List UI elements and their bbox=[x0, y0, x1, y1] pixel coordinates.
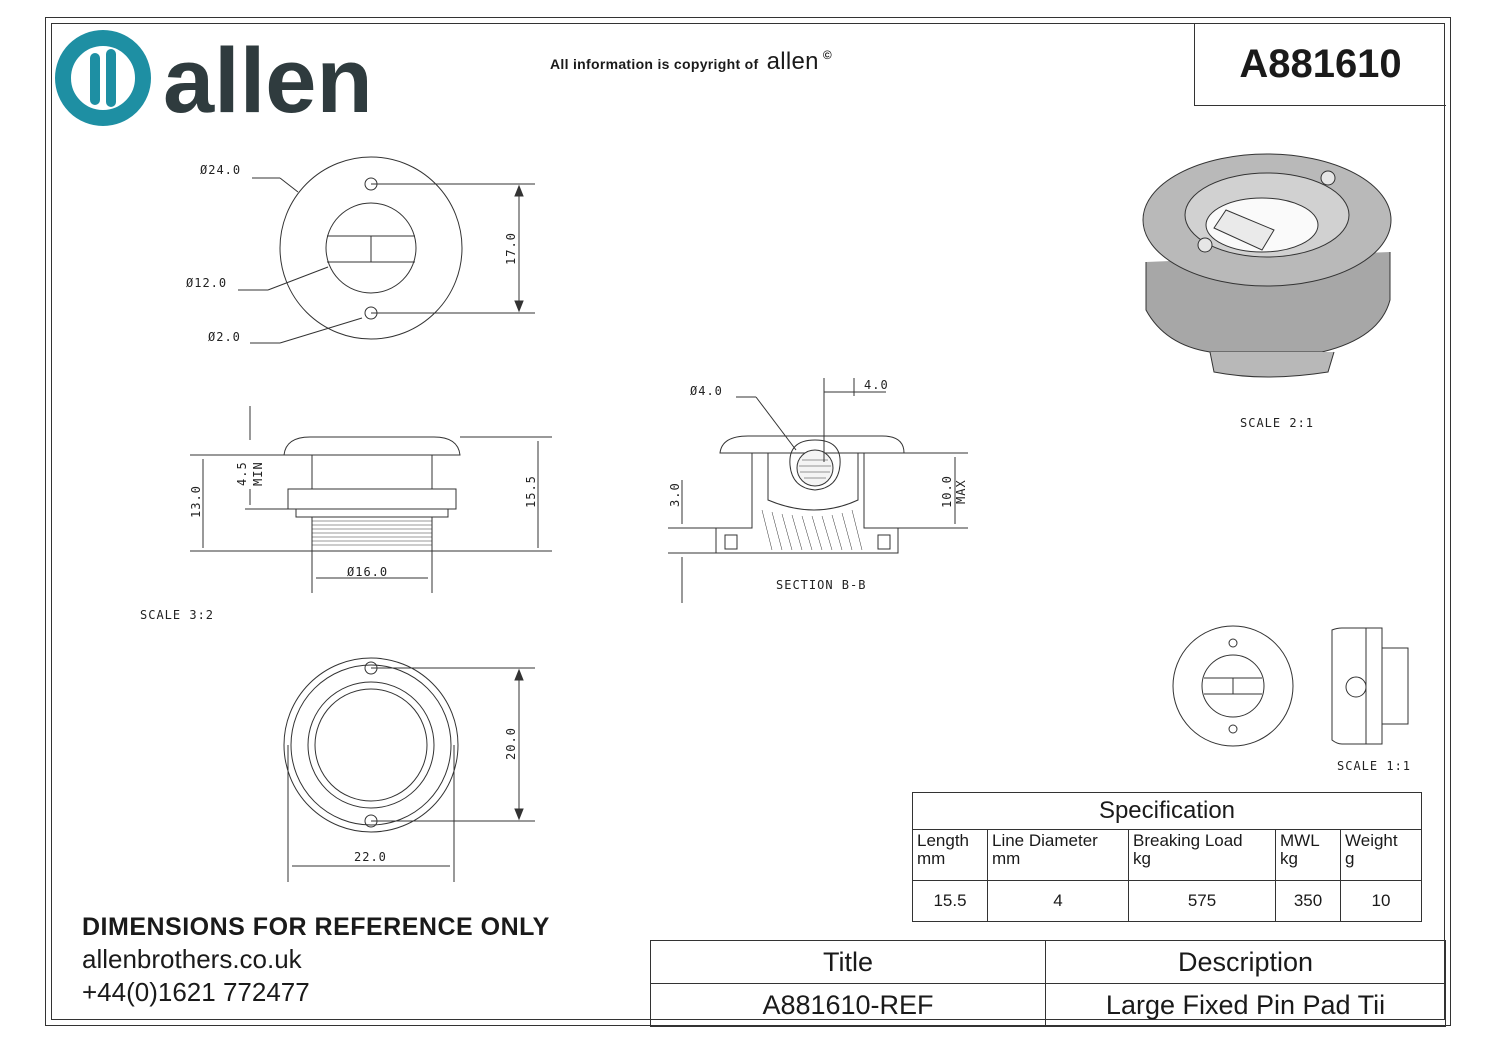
spec-value-length: 15.5 bbox=[912, 880, 988, 922]
dim-diameter-16: Ø16.0 bbox=[347, 565, 388, 579]
spec-value-breaking-load: 575 bbox=[1128, 880, 1276, 922]
section-label: SECTION B-B bbox=[776, 578, 867, 592]
dim-width-4: 4.0 bbox=[864, 378, 889, 392]
scale-3-2-label: SCALE 3:2 bbox=[140, 608, 215, 622]
dim-height-20: 20.0 bbox=[504, 727, 518, 760]
title-block: Title Description A881610-REF Large Fixe… bbox=[650, 940, 1446, 1027]
dim-height-13: 13.0 bbox=[189, 485, 203, 518]
section-view bbox=[668, 378, 968, 603]
bottom-view bbox=[283, 657, 535, 882]
scale-2-1-label: SCALE 2:1 bbox=[1240, 416, 1315, 430]
dim-max-label: MAX bbox=[954, 479, 968, 504]
reference-info: DIMENSIONS FOR REFERENCE ONLY allenbroth… bbox=[82, 913, 550, 1008]
dim-height-4-5: 4.5 bbox=[235, 461, 249, 486]
copyright-symbol: © bbox=[822, 48, 832, 62]
dim-height-15-5: 15.5 bbox=[524, 475, 538, 508]
copyright-notice: All information is copyright of allen© bbox=[550, 48, 832, 76]
copyright-brand: allen bbox=[766, 48, 819, 75]
title-header: Title bbox=[650, 940, 1046, 984]
dim-width-22: 22.0 bbox=[354, 850, 387, 864]
dim-diameter-24: Ø24.0 bbox=[200, 163, 241, 177]
dim-height-10: 10.0 bbox=[940, 475, 954, 508]
description-header: Description bbox=[1045, 940, 1446, 984]
website-text: allenbrothers.co.uk bbox=[82, 944, 302, 974]
dim-height-17: 17.0 bbox=[504, 232, 518, 265]
logo-wordmark: allen bbox=[163, 30, 373, 128]
dim-diameter-2: Ø2.0 bbox=[208, 330, 241, 344]
phone-text: +44(0)1621 772477 bbox=[82, 977, 310, 1007]
scale-1-1-label: SCALE 1:1 bbox=[1337, 759, 1412, 773]
spec-value-weight: 10 bbox=[1340, 880, 1422, 922]
title-value: A881610-REF bbox=[650, 983, 1046, 1027]
dim-height-3: 3.0 bbox=[668, 482, 682, 507]
side-view bbox=[190, 406, 552, 593]
dim-diameter-12: Ø12.0 bbox=[186, 276, 227, 290]
disclaimer-text: DIMENSIONS FOR REFERENCE ONLY bbox=[82, 913, 550, 941]
dim-diameter-4: Ø4.0 bbox=[690, 384, 723, 398]
copyright-text: All information is copyright of bbox=[550, 56, 759, 72]
top-view bbox=[238, 156, 535, 344]
dim-min-label: MIN bbox=[251, 461, 265, 486]
specification-title: Specification bbox=[912, 792, 1422, 830]
spec-value-mwl: 350 bbox=[1275, 880, 1341, 922]
small-views bbox=[1172, 625, 1409, 747]
description-value: Large Fixed Pin Pad Tii bbox=[1045, 983, 1446, 1027]
part-number: A881610 bbox=[1194, 24, 1446, 106]
spec-value-line-diameter: 4 bbox=[987, 880, 1129, 922]
iso-view bbox=[1142, 153, 1392, 378]
allen-logo: allen bbox=[55, 30, 373, 128]
